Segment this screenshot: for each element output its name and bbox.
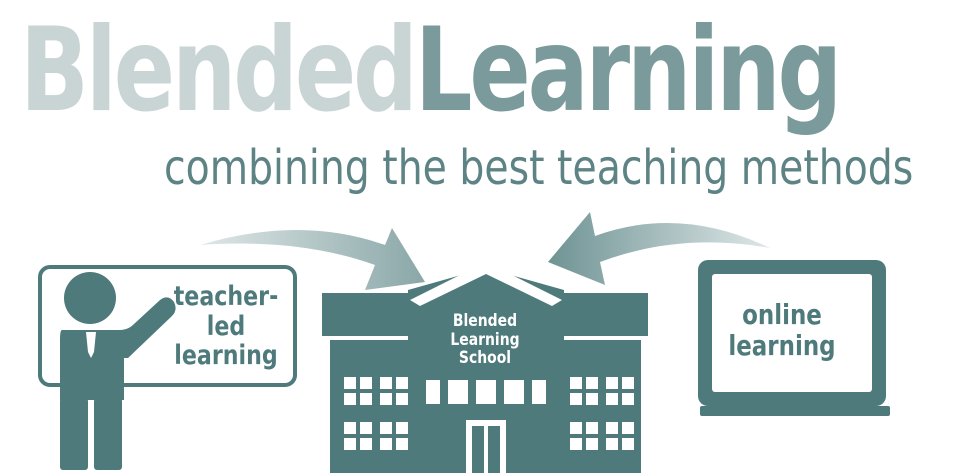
teacher-icon — [60, 272, 176, 470]
blended-learning-school-label: Blended Learning School — [448, 312, 522, 368]
teacher-label-line3: learning — [174, 340, 278, 372]
online-label-line1: online — [742, 298, 822, 331]
online-label-line2: learning — [728, 328, 836, 362]
subtitle: combining the best teaching methods — [164, 140, 914, 196]
school-label-line2: Learning — [450, 329, 520, 350]
school-label-line1: Blended — [452, 311, 518, 331]
school-building-icon — [322, 262, 648, 473]
whiteboard-frame — [38, 265, 297, 387]
right-arrow-icon — [548, 212, 770, 285]
title-word-learning: Learning — [414, 3, 842, 138]
laptop-icon — [698, 260, 890, 416]
left-arrow-icon — [200, 228, 425, 290]
teacher-led-learning-label: teacher- led learning — [169, 282, 284, 371]
teacher-label-line2: led — [206, 310, 246, 342]
page-title: BlendedLearning — [20, 2, 842, 140]
title-word-blended: Blended — [20, 3, 418, 138]
teacher-label-line1: teacher- — [173, 281, 279, 312]
online-learning-label: online learning — [725, 298, 840, 362]
school-label-line3: School — [458, 348, 512, 369]
